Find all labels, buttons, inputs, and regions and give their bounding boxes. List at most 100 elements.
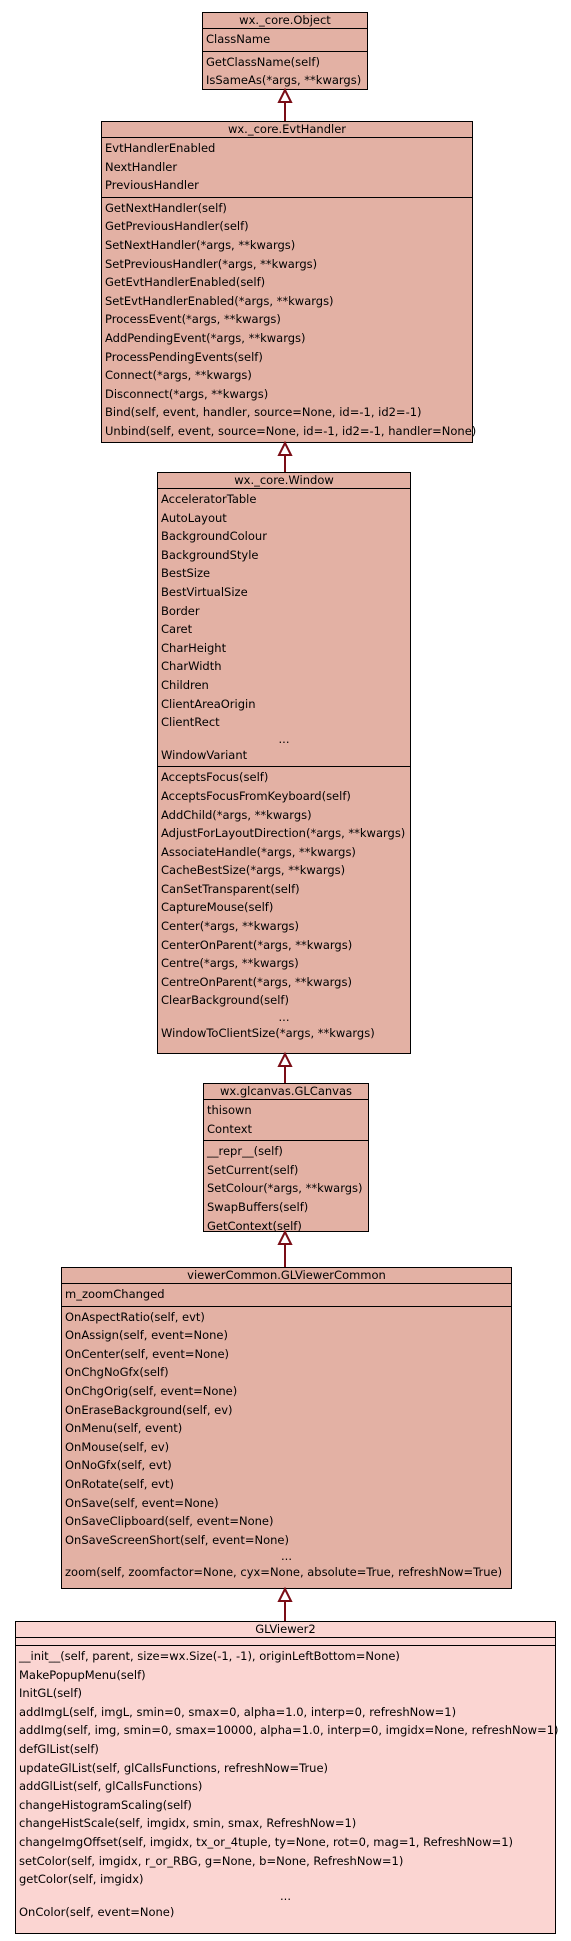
inheritance-arrow [277, 1229, 293, 1267]
method: CaptureMouse(self) [161, 900, 274, 915]
method: updateGlList(self, glCallsFunctions, ref… [19, 1760, 329, 1775]
attributes-section: thisown Context [204, 1100, 368, 1142]
class-title: wx._core.Window [158, 473, 410, 489]
class-box-glviewercommon: viewerCommon.GLViewerCommon m_zoomChange… [61, 1267, 512, 1589]
method: CacheBestSize(*args, **kwargs) [161, 863, 346, 878]
attributes-section: AcceleratorTable AutoLayout BackgroundCo… [158, 489, 410, 768]
attribute: WindowVariant [161, 747, 248, 762]
attribute: AutoLayout [161, 510, 227, 525]
method: addGlList(self, glCallsFunctions) [19, 1779, 203, 1794]
method: SetEvtHandlerEnabled(*args, **kwargs) [105, 293, 334, 308]
attributes-section: m_zoomChanged [62, 1284, 511, 1307]
method: AddChild(*args, **kwargs) [161, 807, 312, 822]
attribute: BackgroundStyle [161, 547, 259, 562]
method: SetCurrent(self) [207, 1162, 299, 1177]
attribute: Border [161, 603, 200, 618]
method: SetNextHandler(*args, **kwargs) [105, 237, 296, 252]
inheritance-arrow [277, 440, 293, 472]
method: OnRotate(self, evt) [65, 1476, 174, 1491]
method: OnSaveScreenShort(self, event=None) [65, 1532, 289, 1547]
attribute: ClientRect [161, 715, 220, 730]
attribute: BestSize [161, 566, 211, 581]
method: zoom(self, zoomfactor=None, cyx=None, ab… [65, 1565, 503, 1580]
method: MakePopupMenu(self) [19, 1667, 146, 1682]
class-title: wx._core.EvtHandler [102, 122, 472, 138]
attribute: EvtHandlerEnabled [105, 141, 216, 155]
class-title: wx.glcanvas.GLCanvas [204, 1084, 368, 1100]
attribute: thisown [207, 1103, 252, 1117]
attribute: AcceleratorTable [161, 492, 257, 506]
method: OnColor(self, event=None) [19, 1904, 175, 1919]
method: OnMenu(self, event) [65, 1421, 183, 1436]
method: GetContext(self) [207, 1218, 302, 1233]
method: AssociateHandle(*args, **kwargs) [161, 844, 356, 859]
attribute: CharWidth [161, 659, 222, 674]
attribute: Caret [161, 622, 193, 637]
method: OnNoGfx(self, evt) [65, 1458, 172, 1473]
method: Disconnect(*args, **kwargs) [105, 386, 269, 401]
attribute: NextHandler [105, 159, 178, 174]
attribute: CharHeight [161, 640, 227, 655]
inheritance-arrow [277, 1586, 293, 1621]
method: ClearBackground(self) [161, 993, 289, 1008]
method: AcceptsFocusFromKeyboard(self) [161, 788, 351, 803]
attributes-section: ClassName [203, 29, 367, 52]
method: OnChgNoGfx(self) [65, 1365, 169, 1380]
method: OnSaveClipboard(self, event=None) [65, 1514, 274, 1529]
method: AddPendingEvent(*args, **kwargs) [105, 330, 306, 345]
attribute: ClassName [206, 32, 271, 46]
method: changeHistogramScaling(self) [19, 1797, 192, 1812]
methods-section: AcceptsFocus(self) AcceptsFocusFromKeybo… [158, 767, 410, 1044]
methods-section: OnAspectRatio(self, evt) OnAssign(self, … [62, 1307, 511, 1584]
method: GetClassName(self) [206, 54, 320, 69]
attribute: Context [207, 1121, 253, 1136]
method: SwapBuffers(self) [207, 1199, 309, 1214]
ellipsis: ... [278, 1010, 290, 1025]
methods-section: GetNextHandler(self) GetPreviousHandler(… [102, 198, 477, 443]
attribute: Children [161, 677, 209, 692]
method: Bind(self, event, handler, source=None, … [105, 405, 422, 420]
method: OnChgOrig(self, event=None) [65, 1383, 238, 1398]
class-box-evthandler: wx._core.EvtHandler EvtHandlerEnabled Ne… [101, 121, 477, 443]
method: CanSetTransparent(self) [161, 881, 300, 896]
methods-section: __repr__(self) SetCurrent(self) SetColou… [204, 1141, 368, 1237]
method: changeImgOffset(self, imgidx, tx_or_4tup… [19, 1834, 514, 1849]
method: OnCenter(self, event=None) [65, 1346, 230, 1361]
attribute: PreviousHandler [105, 178, 199, 193]
method: ProcessPendingEvents(self) [105, 349, 263, 364]
inheritance-arrow [277, 87, 293, 121]
ellipsis: ... [278, 731, 290, 746]
method: defGlList(self) [19, 1741, 99, 1756]
method: AdjustForLayoutDirection(*args, **kwargs… [161, 826, 406, 841]
attribute: ClientAreaOrigin [161, 696, 256, 711]
method: OnEraseBackground(self, ev) [65, 1402, 233, 1417]
method: OnSave(self, event=None) [65, 1495, 219, 1510]
method: setColor(self, imgidx, r_or_RBG, g=None,… [19, 1853, 404, 1868]
inheritance-arrow [277, 1051, 293, 1083]
method: InitGL(self) [19, 1686, 82, 1701]
method: ProcessEvent(*args, **kwargs) [105, 312, 281, 327]
method: GetPreviousHandler(self) [105, 219, 249, 234]
method: Center(*args, **kwargs) [161, 919, 300, 934]
method: WindowToClientSize(*args, **kwargs) [161, 1026, 375, 1041]
method: OnAssign(self, event=None) [65, 1328, 228, 1343]
attribute: BackgroundColour [161, 529, 267, 544]
method: GetEvtHandlerEnabled(self) [105, 275, 266, 290]
class-title: viewerCommon.GLViewerCommon [62, 1268, 511, 1284]
method: addImgL(self, imgL, smin=0, smax=0, alph… [19, 1704, 457, 1719]
class-box-glcanvas: wx.glcanvas.GLCanvas thisown Context __r… [203, 1083, 369, 1233]
method: CenterOnParent(*args, **kwargs) [161, 937, 353, 952]
method: changeHistScale(self, imgidx, smin, smax… [19, 1816, 357, 1831]
method: getColor(self, imgidx) [19, 1872, 144, 1887]
class-box-window: wx._core.Window AcceleratorTable AutoLay… [157, 472, 411, 1054]
method: SetPreviousHandler(*args, **kwargs) [105, 256, 318, 271]
method: SetColour(*args, **kwargs) [207, 1181, 363, 1196]
ellipsis: ... [281, 1549, 292, 1564]
methods-section: GetClassName(self) IsSameAs(*args, **kwa… [203, 52, 367, 92]
method: Unbind(self, event, source=None, id=-1, … [105, 423, 477, 438]
method: OnAspectRatio(self, evt) [65, 1309, 205, 1324]
method: OnMouse(self, ev) [65, 1439, 170, 1454]
class-title: GLViewer2 [16, 1622, 555, 1638]
attribute: m_zoomChanged [65, 1287, 165, 1301]
